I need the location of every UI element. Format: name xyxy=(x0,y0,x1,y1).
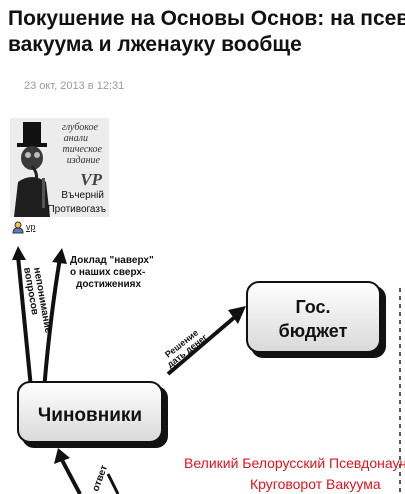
box-officials-label: Чиновники xyxy=(38,405,142,426)
post-title-line-1: Покушение на Основы Основ: на псевдонаук… xyxy=(8,7,405,30)
avatar-caption-2: анали xyxy=(64,133,88,144)
avatar-logo: VP xyxy=(80,170,102,189)
post-title-line-2: вакуума и лженауку вообще xyxy=(8,33,302,56)
author-link[interactable]: vp xyxy=(12,220,36,234)
avatar-caption-3: тическое xyxy=(63,144,103,155)
avatar-subtitle-1: Въчерній xyxy=(61,190,104,201)
avatar-subtitle-2: Противогазъ xyxy=(47,204,106,215)
label-answer: ответ xyxy=(90,464,110,493)
caption-line-1: Великий Белорусский Псевдонаучный xyxy=(184,455,405,471)
diagram-canvas: непонимание вопросов Доклад "наверх" о н… xyxy=(12,246,405,494)
post-title: Покушение на Основы Основ: на псевдонаук… xyxy=(8,6,405,58)
label-report-3: достижениях xyxy=(76,279,141,290)
box-officials: Чиновники xyxy=(17,381,168,448)
caption-line-2: Круговорот Вакуума xyxy=(250,476,381,492)
post-date: 23 окт, 2013 в 12:31 xyxy=(24,80,125,92)
arrow-decision xyxy=(166,306,246,376)
arrow-answer xyxy=(54,448,82,494)
avatar[interactable]: глубокое анали тическое издание VP Въчер… xyxy=(10,118,109,217)
gas-mask-figure-icon xyxy=(14,122,50,217)
vacuum-cycle-diagram: непонимание вопросов Доклад "наверх" о н… xyxy=(0,238,405,494)
avatar-image: глубокое анали тическое издание VP Въчер… xyxy=(10,118,109,217)
user-icon xyxy=(12,221,24,233)
box-budget: Гос. бюджет xyxy=(246,281,386,358)
arrow-misunderstanding xyxy=(12,246,34,399)
author-name[interactable]: vp xyxy=(26,222,36,232)
label-report-1: Доклад "наверх" xyxy=(70,255,154,266)
avatar-caption-4: издание xyxy=(67,155,101,166)
arrow-bottom-2 xyxy=(106,473,120,494)
arrow-report xyxy=(42,248,67,391)
box-budget-line-1: Гос. xyxy=(295,297,330,317)
avatar-caption-1: глубокое xyxy=(62,122,99,133)
label-report-2: о наших сверх- xyxy=(70,267,145,278)
box-budget-line-2: бюджет xyxy=(279,321,348,341)
